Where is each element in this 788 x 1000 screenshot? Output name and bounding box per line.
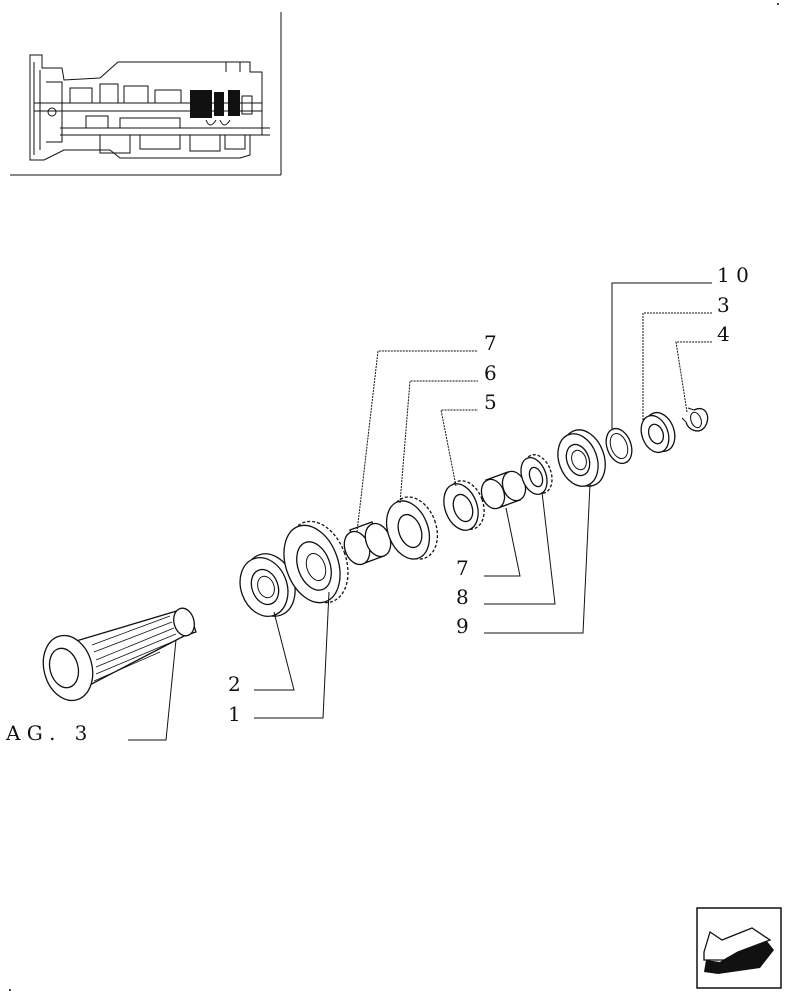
callout-9: 9: [456, 614, 469, 638]
part-9-bearing: [557, 429, 606, 487]
part-1-gear: [283, 520, 349, 604]
part-3-bearing: [640, 411, 676, 454]
callout-6: 6: [484, 361, 497, 385]
callout-7-lower: 7: [456, 556, 469, 580]
part-2-bearing: [239, 553, 296, 617]
callout-5: 5: [484, 390, 497, 414]
callout-8: 8: [456, 585, 469, 609]
leader-lines: [128, 282, 712, 741]
callout-2: 2: [228, 672, 241, 696]
callout-ag-3: A G . 3: [5, 721, 87, 745]
overview-inset: [10, 12, 282, 176]
part-6-gear: [385, 496, 439, 560]
corner-dot: [777, 3, 779, 5]
part-4-snap-ring: [681, 407, 709, 432]
callout-4: 4: [717, 322, 730, 346]
callout-7-upper: 7: [484, 331, 497, 355]
back-arrow-icon[interactable]: [696, 907, 782, 989]
part-7-bushing: [343, 521, 392, 566]
part-8-gear: [520, 454, 553, 495]
part-10-ring: [605, 427, 633, 465]
callout-10: 1 0: [717, 263, 749, 287]
input-shaft: [42, 607, 197, 702]
callout-3: 3: [717, 293, 730, 317]
corner-dot: [9, 989, 11, 991]
part-7b-bushing: [480, 470, 527, 510]
callout-1: 1: [228, 702, 241, 726]
part-5-gear: [443, 480, 485, 531]
